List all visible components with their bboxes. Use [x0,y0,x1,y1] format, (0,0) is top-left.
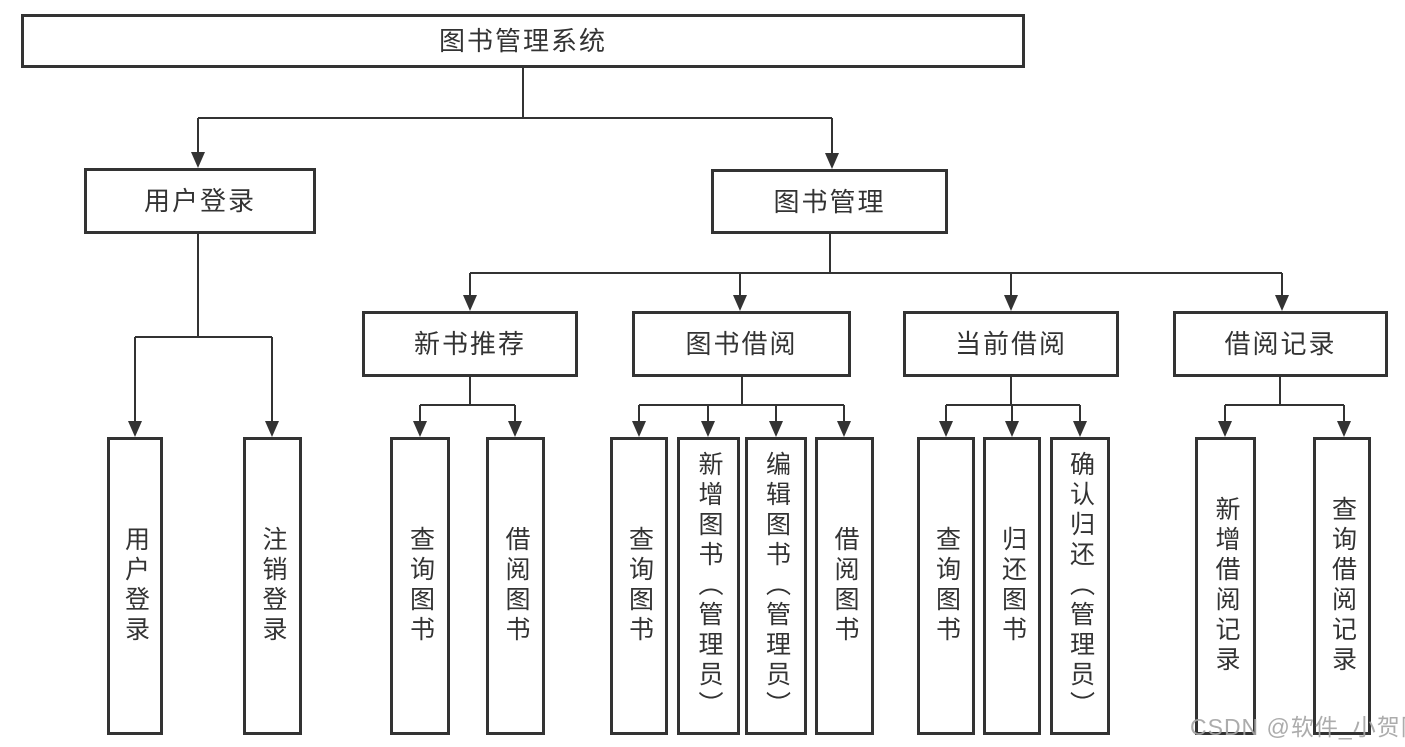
leaf-label: 归还图书 [998,526,1027,646]
leaf-label: 查询图书 [625,526,654,646]
node-label: 借阅记录 [1224,329,1337,359]
node-user-login: 用户登录 [84,168,316,234]
leaf-user-login: 用户登录 [107,437,163,735]
node-new-book-recommendation: 新书推荐 [362,311,578,377]
leaf-query-books-recommend: 查询图书 [390,437,450,735]
node-borrowing-records: 借阅记录 [1173,311,1388,377]
leaf-label: 编辑图书（管理员） [762,451,791,721]
leaf-label: 确认归还（管理员） [1066,451,1095,721]
leaf-edit-book-admin: 编辑图书（管理员） [745,437,807,735]
node-label: 当前借阅 [954,329,1067,359]
node-library-management-system: 图书管理系统 [21,14,1025,68]
leaf-query-borrow-record: 查询借阅记录 [1313,437,1371,735]
node-label: 新书推荐 [413,329,526,359]
node-book-management: 图书管理 [711,169,948,234]
node-book-borrowing: 图书借阅 [632,311,851,377]
leaf-borrow-books-borrowing: 借阅图书 [815,437,874,735]
leaf-borrow-books-recommend: 借阅图书 [486,437,545,735]
leaf-label: 查询借阅记录 [1328,496,1357,676]
leaf-add-book-admin: 新增图书（管理员） [677,437,740,735]
leaf-label: 注销登录 [259,526,287,646]
leaf-confirm-return-admin: 确认归还（管理员） [1050,437,1110,735]
leaf-logout: 注销登录 [243,437,302,735]
leaf-query-books-borrowing: 查询图书 [610,437,668,735]
leaf-label: 新增借阅记录 [1212,496,1240,676]
leaf-label: 借阅图书 [502,526,530,646]
leaf-label: 用户登录 [121,526,150,646]
leaf-query-books-current: 查询图书 [917,437,975,735]
node-current-borrowing: 当前借阅 [903,311,1119,377]
leaf-return-books: 归还图书 [983,437,1041,735]
node-label: 图书管理系统 [438,26,607,56]
node-label: 用户登录 [143,186,256,216]
csdn-watermark: CSDN @软件_小贺同学 [1190,714,1405,740]
arrowheads [128,152,1351,437]
leaf-label: 借阅图书 [831,526,859,646]
leaf-label: 查询图书 [932,526,961,646]
leaf-label: 查询图书 [406,526,435,646]
leaf-add-borrow-record: 新增借阅记录 [1195,437,1256,735]
node-label: 图书管理 [773,186,886,217]
node-label: 图书借阅 [685,329,798,359]
leaf-label: 新增图书（管理员） [695,451,723,721]
